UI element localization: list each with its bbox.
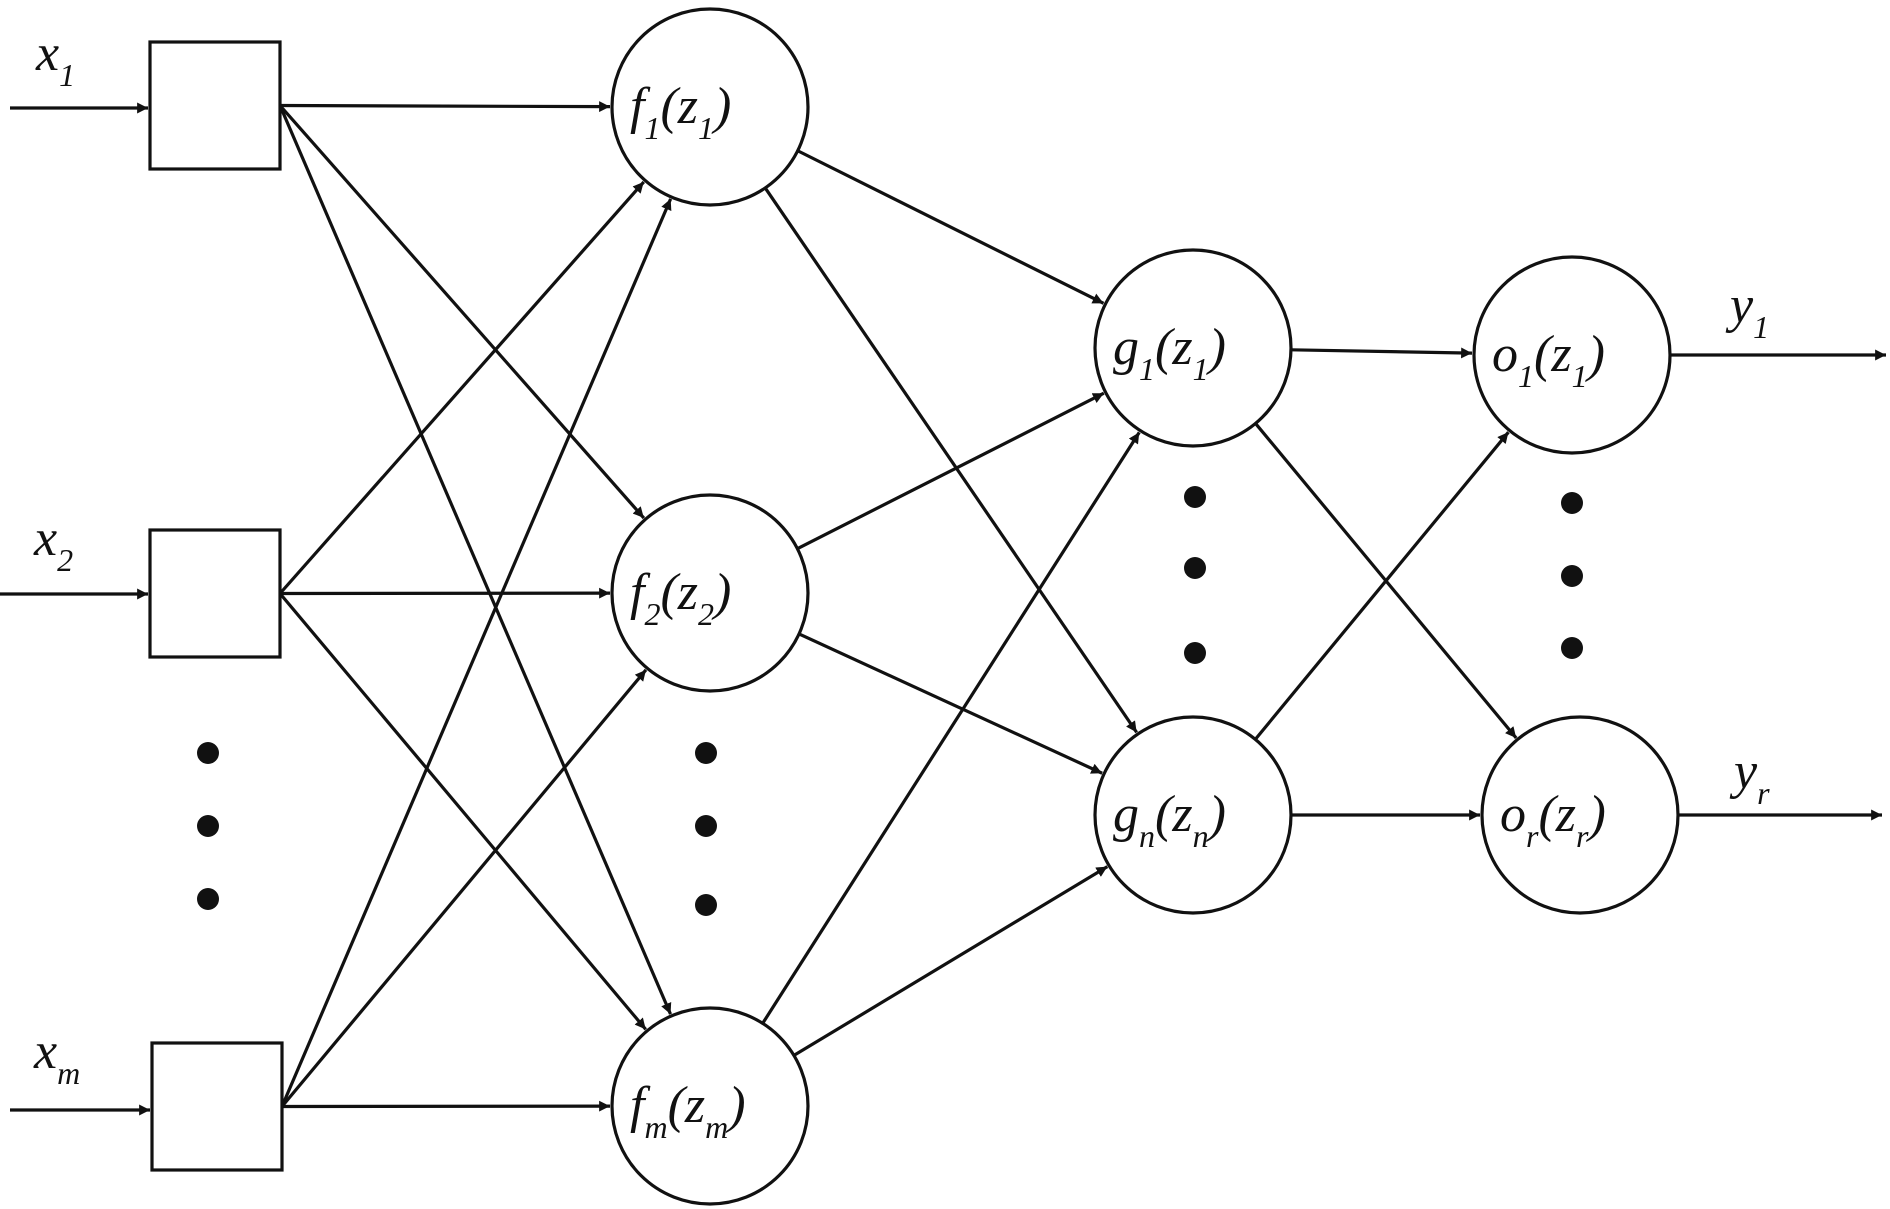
connections	[0, 101, 1886, 1116]
f-node-label-2: f2(z2)	[630, 564, 731, 632]
ellipsis-dots	[197, 486, 1583, 916]
edge-f-2-to-g-2	[798, 632, 1103, 775]
edge-f-3-to-g-1	[761, 431, 1141, 1025]
edge-f-3-to-g-2	[793, 865, 1109, 1057]
edge-input-1-to-f-2	[278, 104, 646, 520]
g-node-2	[1093, 715, 1293, 915]
f-node-2	[610, 493, 810, 693]
edge-input-3-to-f-2	[280, 668, 648, 1108]
output-label-r: yr	[1729, 743, 1770, 811]
edge-f-2-to-g-1	[796, 391, 1105, 551]
g-node-label-2: gn(zn)	[1113, 786, 1226, 854]
edge-g-1-to-o-1	[1290, 347, 1473, 359]
o-node-label-2: or(zr)	[1500, 786, 1606, 854]
f-node-label-1: f1(z1)	[630, 78, 731, 146]
g-ellipsis-dot-2	[1184, 557, 1206, 579]
nodes	[148, 7, 1680, 1206]
o-ellipsis-dot-2	[1561, 565, 1583, 587]
g-ellipsis-dot-1	[1184, 486, 1206, 508]
g-node-label-1: g1(z1)	[1113, 319, 1226, 387]
input-label-m: xm	[33, 1023, 80, 1091]
f-node-1	[610, 7, 810, 207]
f-ellipsis-dot-1	[695, 742, 717, 764]
labels: x1 x2 xm f1(z1) f2(z2) fm(zm) g1(z1) gn(zn) o1(z…	[33, 25, 1770, 1145]
g-ellipsis-dot-3	[1184, 642, 1206, 664]
f-node-3	[610, 1006, 810, 1206]
edge-f-1-to-g-2	[763, 187, 1138, 734]
edge-input-2-to-f-1	[278, 180, 645, 595]
input-box-3	[150, 1041, 284, 1172]
edge-input-2-to-f-3	[278, 592, 647, 1031]
input-box-1	[148, 40, 282, 171]
input-label-2: x2	[33, 510, 73, 578]
f-node-label-3: fm(zm)	[630, 1077, 746, 1145]
edge-input-1-to-f-1	[279, 101, 611, 113]
input-box-2	[148, 528, 282, 659]
f-ellipsis-dot-3	[695, 894, 717, 916]
input-label-1: x1	[35, 25, 75, 93]
o-node-label-1: o1(z1)	[1492, 326, 1605, 394]
f-ellipsis-dot-2	[695, 815, 717, 837]
edge-input-1-to-f-3	[278, 104, 672, 1015]
o-ellipsis-dot-3	[1561, 637, 1583, 659]
input-ellipsis-dot-2	[197, 815, 219, 837]
o-node-1	[1472, 255, 1672, 455]
o-node-2	[1480, 715, 1680, 915]
o-ellipsis-dot-1	[1561, 492, 1583, 514]
edge-g-2-to-o-1	[1254, 431, 1510, 741]
output-label-1: y1	[1725, 277, 1769, 345]
edge-input-3-to-f-1	[280, 198, 673, 1108]
edge-f-1-to-g-1	[796, 149, 1105, 305]
input-ellipsis-dot-1	[197, 742, 219, 764]
input-ellipsis-dot-3	[197, 888, 219, 910]
g-node-1	[1093, 248, 1293, 448]
